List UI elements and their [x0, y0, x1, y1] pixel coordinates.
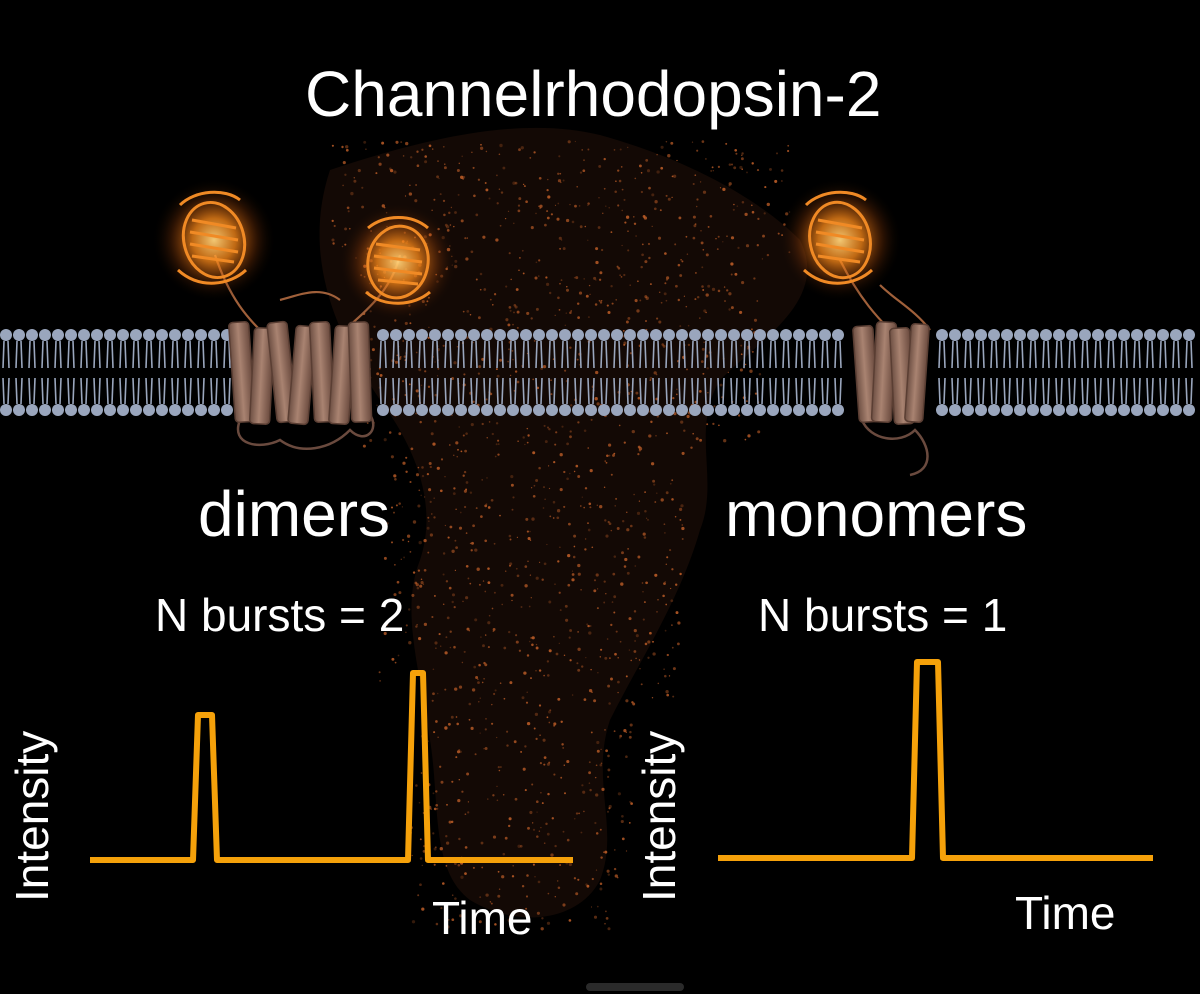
gesture-home-bar[interactable]: [586, 983, 684, 991]
fluorophore-icon-right: [778, 178, 902, 302]
burst-count-dimers: N bursts = 2: [155, 589, 405, 641]
y-axis-label-left: Intensity: [6, 730, 58, 902]
monomer-complex: [778, 178, 931, 477]
channel-icon-monomer: [852, 320, 930, 426]
cell-footprint: [319, 127, 808, 918]
x-axis-label-left: Time: [432, 892, 533, 944]
intensity-trace-dimers: [90, 670, 573, 863]
lipid-bilayer-membrane: [0, 329, 1195, 416]
x-axis-label-right: Time: [1015, 887, 1116, 939]
figure-title: Channelrhodopsin-2: [305, 58, 882, 130]
channel-icon-dimer: [228, 320, 373, 426]
intensity-trace-monomers: [718, 659, 1153, 861]
state-label-dimers: dimers: [198, 478, 391, 550]
y-axis-label-right: Intensity: [633, 730, 685, 902]
burst-count-monomers: N bursts = 1: [758, 589, 1008, 641]
fluorophore-icon-left-1: [152, 178, 276, 302]
fluorophore-icon-left-2: [338, 202, 458, 322]
dimer-complex: [152, 178, 458, 450]
state-label-monomers: monomers: [725, 478, 1028, 550]
